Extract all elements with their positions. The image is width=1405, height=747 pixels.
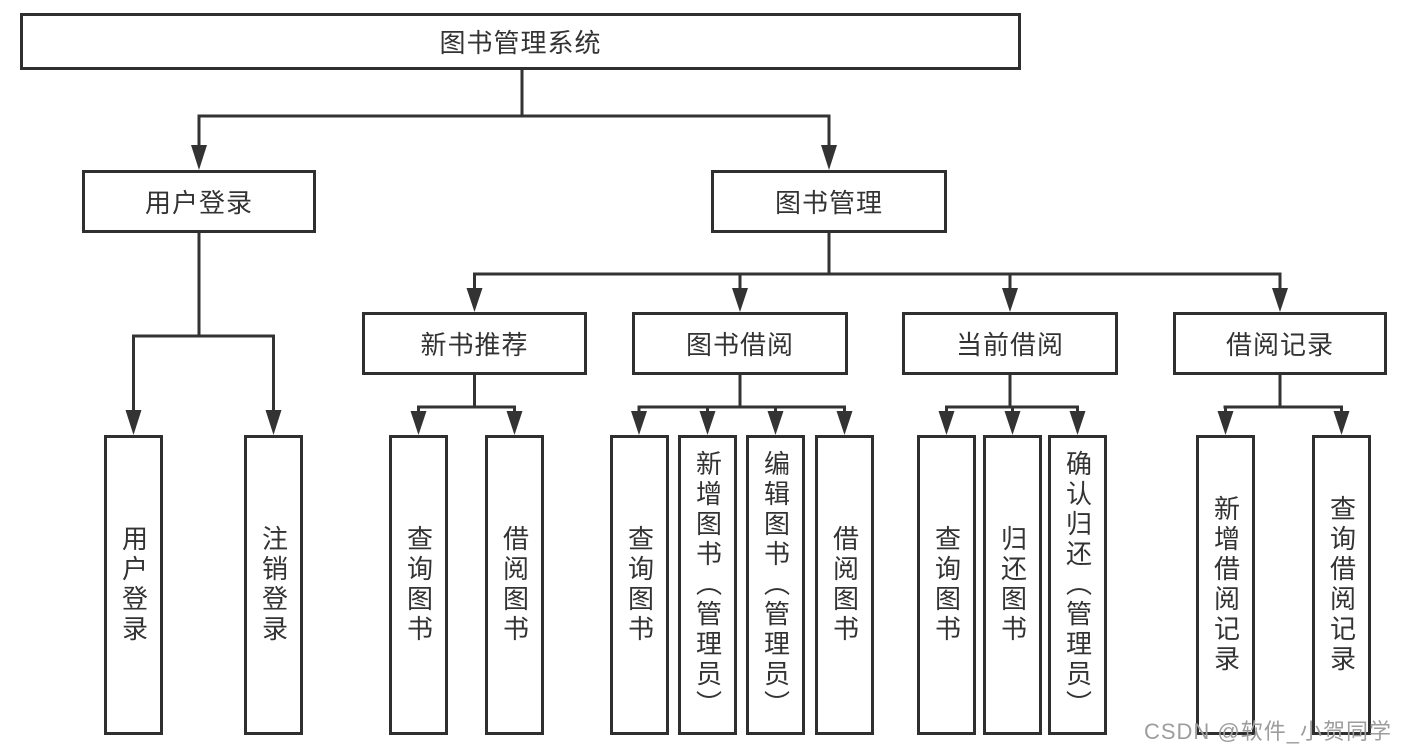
leaf-label: 用户登录 bbox=[118, 525, 149, 645]
connector-user-login bbox=[132, 233, 275, 412]
leaf-label: 查询借阅记录 bbox=[1326, 495, 1357, 675]
leaf-br-query-record: 查询借阅记录 bbox=[1312, 435, 1371, 735]
leaf-nb-borrow-books: 借阅图书 bbox=[485, 435, 544, 735]
leaf-cb-confirm-return-admin: 确认归还（管理员） bbox=[1048, 435, 1107, 735]
leaf-cb-query-books: 查询图书 bbox=[917, 435, 976, 735]
connector-book-borrowing bbox=[637, 375, 846, 413]
leaf-label: 新增借阅记录 bbox=[1210, 495, 1241, 675]
connector-user-login-arrowheads bbox=[125, 410, 282, 435]
connector-current-borrowing-arrowheads bbox=[938, 411, 1086, 435]
leaf-user-login: 用户登录 bbox=[104, 435, 163, 735]
node-borrowing-records: 借阅记录 bbox=[1173, 312, 1387, 375]
leaf-label: 借阅图书 bbox=[499, 525, 530, 645]
leaf-bb-add-books-admin: 新增图书（管理员） bbox=[678, 435, 737, 735]
node-library-system: 图书管理系统 bbox=[20, 13, 1021, 70]
leaf-bb-query-books: 查询图书 bbox=[610, 435, 669, 735]
leaf-label: 查询图书 bbox=[403, 525, 434, 645]
leaf-cb-return-books: 归还图书 bbox=[983, 435, 1042, 735]
leaf-bb-borrow-books: 借阅图书 bbox=[815, 435, 874, 735]
leaf-nb-query-books: 查询图书 bbox=[389, 435, 448, 735]
leaf-label: 新增图书（管理员） bbox=[692, 450, 723, 720]
node-book-management: 图书管理 bbox=[711, 170, 947, 233]
node-new-book-recommendation: 新书推荐 bbox=[362, 312, 587, 375]
connector-new-book-recommendation-arrowheads bbox=[410, 411, 523, 435]
connector-root bbox=[197, 68, 831, 147]
connector-borrowing-records-arrowheads bbox=[1217, 411, 1350, 435]
connector-book-management-arrowheads bbox=[466, 288, 1288, 312]
leaf-label: 编辑图书（管理员） bbox=[760, 450, 791, 720]
leaf-label: 查询图书 bbox=[931, 525, 962, 645]
node-user-login: 用户登录 bbox=[82, 170, 316, 233]
leaf-label: 注销登录 bbox=[258, 525, 289, 645]
connector-book-borrowing-arrowheads bbox=[631, 411, 853, 435]
leaf-label: 借阅图书 bbox=[829, 525, 860, 645]
connector-book-management bbox=[473, 233, 1282, 290]
connector-root-arrowheads bbox=[191, 145, 837, 170]
leaf-logout: 注销登录 bbox=[244, 435, 303, 735]
connector-current-borrowing bbox=[945, 375, 1079, 413]
leaf-label: 查询图书 bbox=[624, 525, 655, 645]
node-current-borrowing: 当前借阅 bbox=[902, 312, 1118, 375]
leaf-label: 确认归还（管理员） bbox=[1062, 450, 1093, 720]
node-book-borrowing: 图书借阅 bbox=[632, 312, 848, 375]
watermark: CSDN @软件_小贺同学 bbox=[1143, 719, 1392, 744]
leaf-label: 归还图书 bbox=[997, 525, 1028, 645]
connector-borrowing-records bbox=[1223, 375, 1343, 413]
leaf-bb-edit-books-admin: 编辑图书（管理员） bbox=[746, 435, 805, 735]
connector-new-book-recommendation bbox=[417, 375, 516, 413]
leaf-br-add-record: 新增借阅记录 bbox=[1196, 435, 1255, 735]
